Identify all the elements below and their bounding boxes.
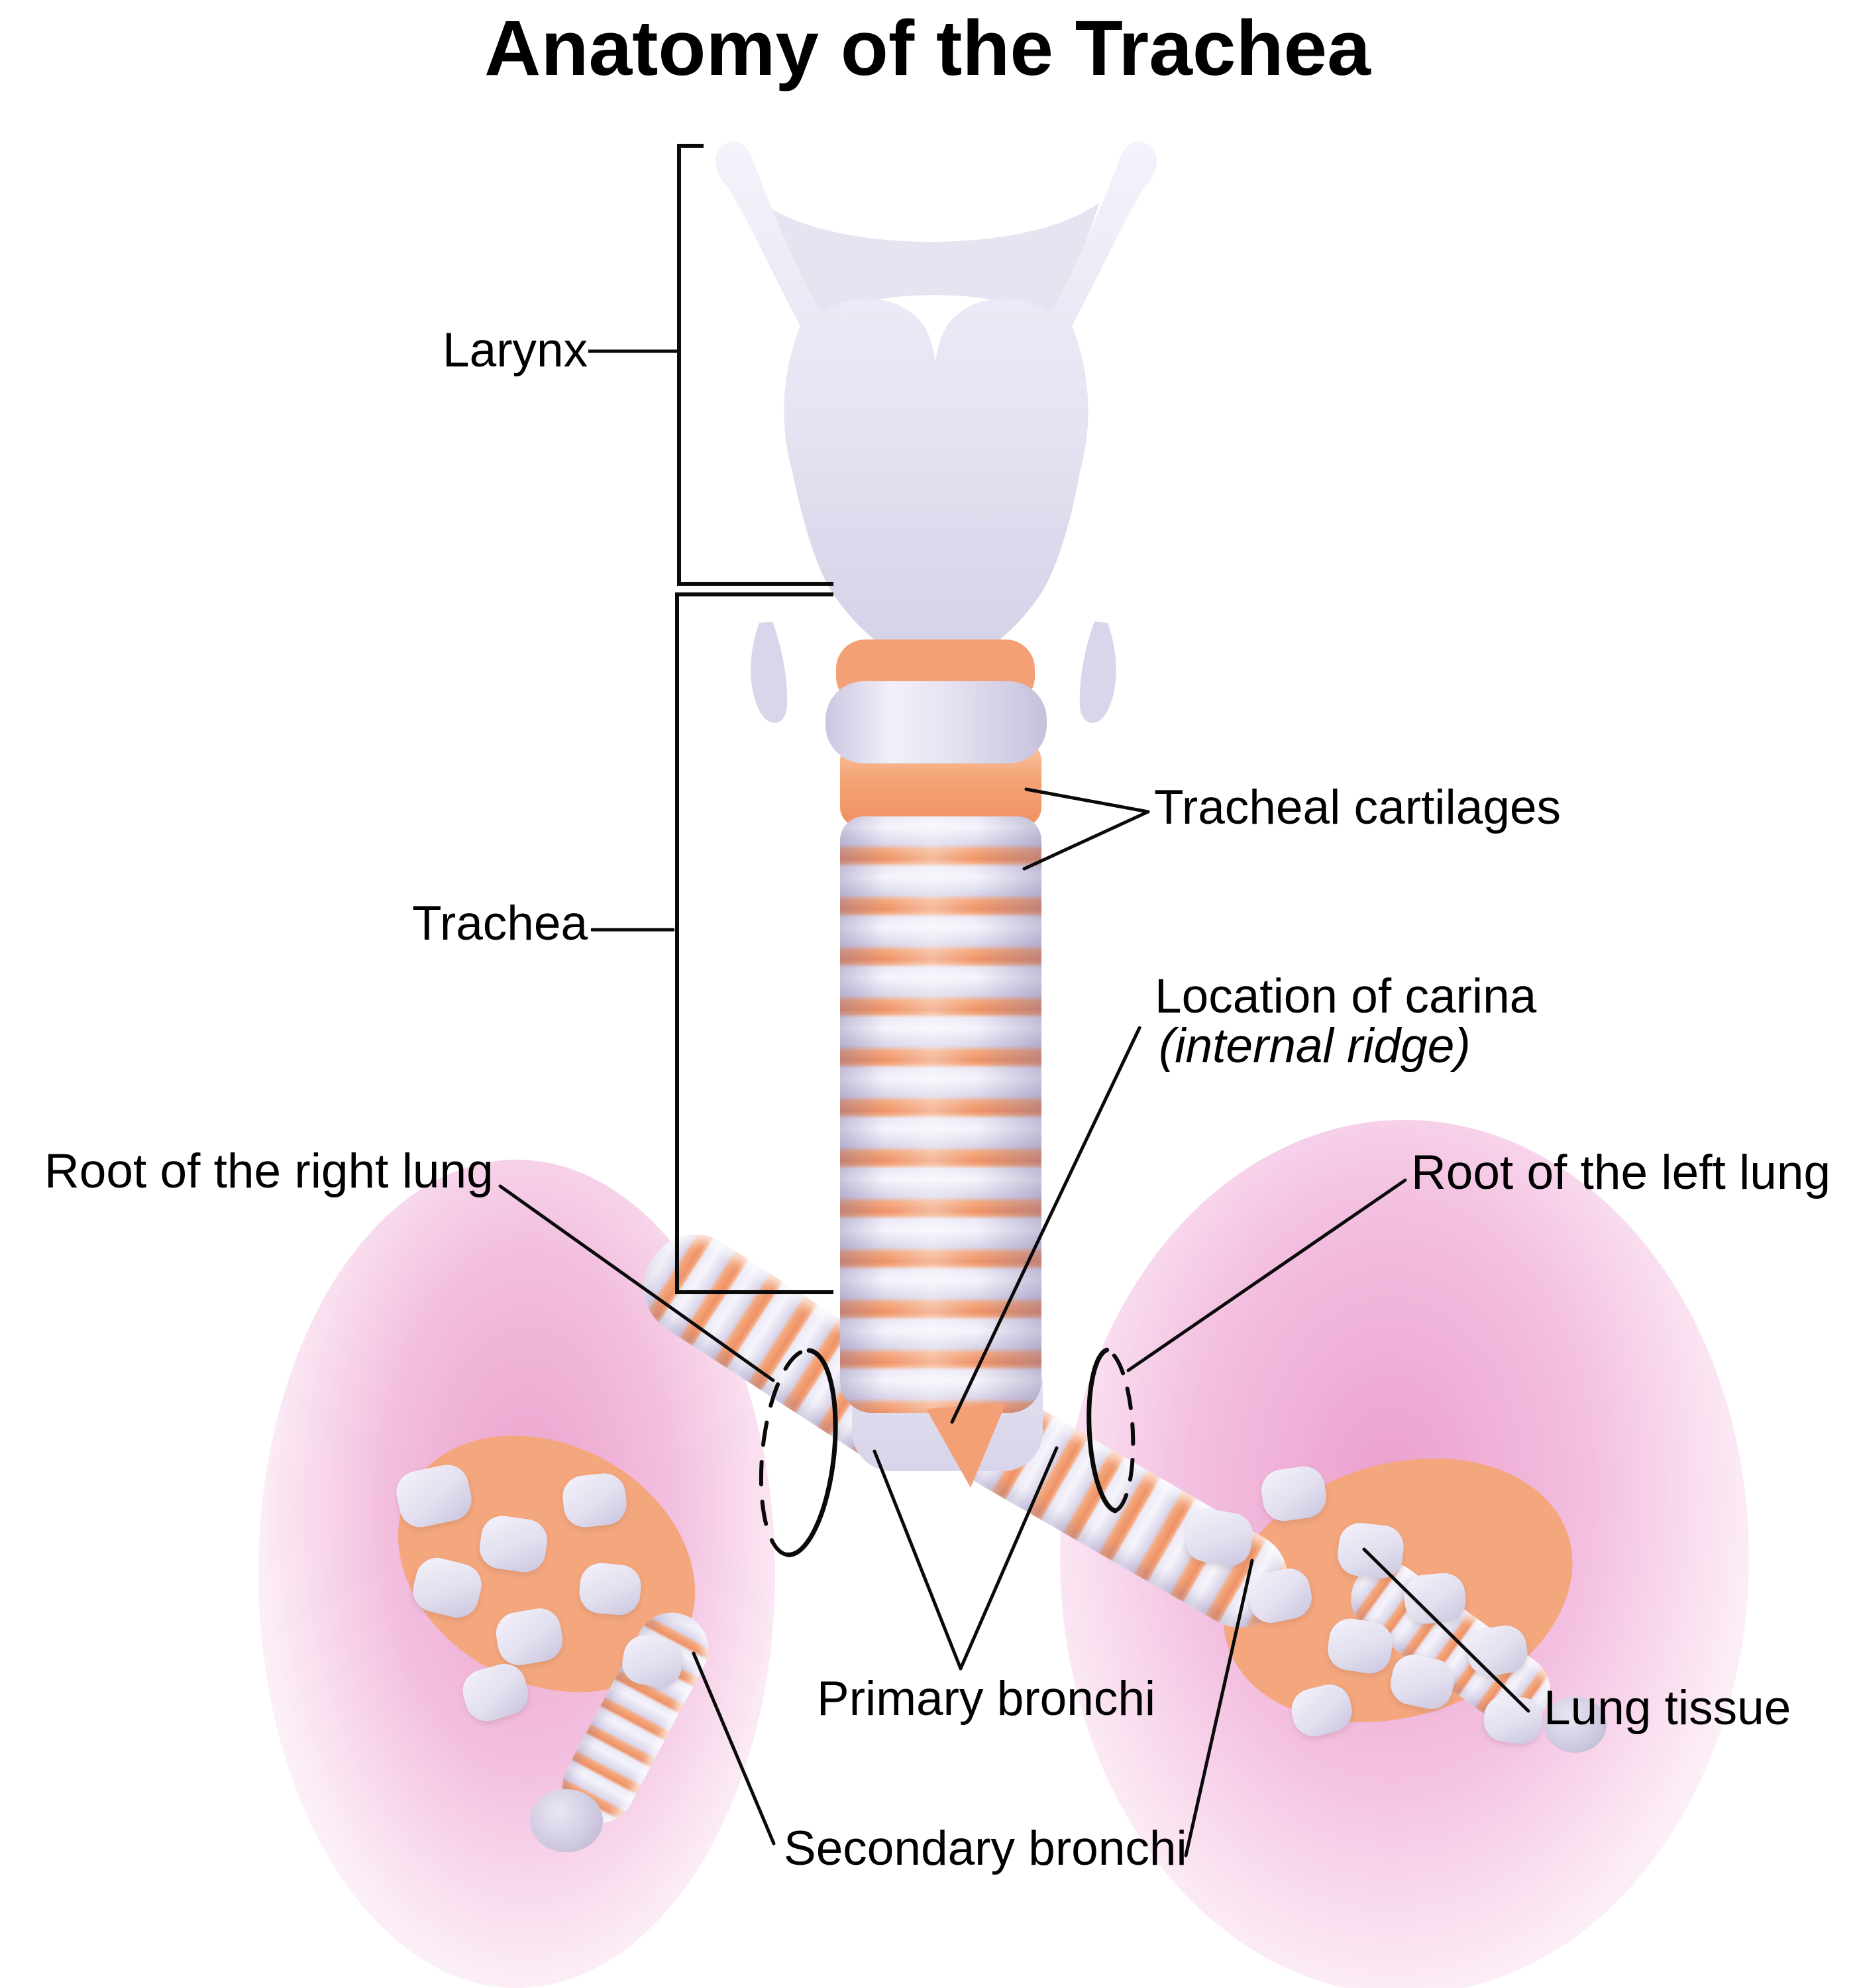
trachea-tube [840, 816, 1041, 1413]
larynx-bracket [677, 144, 833, 586]
laryngeal-membrane [762, 202, 1100, 323]
label-lung-tissue: Lung tissue [1544, 1681, 1791, 1735]
secondary-bronchi-leader-left [692, 1651, 776, 1846]
trachea-bracket [675, 592, 833, 1294]
root-of-right-lung-ellipse [759, 1348, 838, 1557]
label-root-of-right-lung: Root of the right lung [44, 1144, 494, 1198]
label-primary-bronchi: Primary bronchi [817, 1672, 1156, 1726]
secondary-bronchi-leader-right [1184, 1559, 1254, 1857]
bronchus-tip [530, 1789, 603, 1852]
root-of-left-lung-ellipse [1086, 1347, 1136, 1514]
label-root-of-left-lung: Root of the left lung [1411, 1146, 1831, 1199]
lung-tissue-leader-line [1362, 1547, 1530, 1713]
label-secondary-bronchi: Secondary bronchi [784, 1822, 1187, 1875]
page-title: Anatomy of the Trachea [484, 5, 1371, 92]
label-tracheal-cartilages: Tracheal cartilages [1154, 781, 1562, 834]
inferior-horn-left [751, 622, 788, 723]
cricoid-cartilage [825, 681, 1047, 763]
root-right-lung-leader-line [498, 1184, 775, 1382]
root-left-lung-leader-line [1126, 1178, 1407, 1372]
label-location-of-carina: Location of carina (internal ridge) [1155, 971, 1536, 1071]
bronchus-tip [1544, 1696, 1607, 1753]
label-carina-line2: (internal ridge) [1159, 1019, 1471, 1073]
carina-leader-line [950, 1026, 1141, 1424]
primary-bronchi-leader-right [959, 1446, 1059, 1671]
tracheal-cartilages-leader-upper [1024, 787, 1150, 814]
thyroid-cartilage [716, 141, 1157, 667]
tracheal-cartilages-leader-lower [1022, 810, 1150, 871]
primary-bronchi-leader-left [873, 1449, 963, 1671]
label-carina-line1: Location of carina [1155, 969, 1537, 1023]
inferior-horn-right [1079, 622, 1116, 723]
carina-patch [926, 1404, 1006, 1488]
label-larynx: Larynx [443, 323, 588, 377]
label-trachea: Trachea [412, 897, 588, 950]
